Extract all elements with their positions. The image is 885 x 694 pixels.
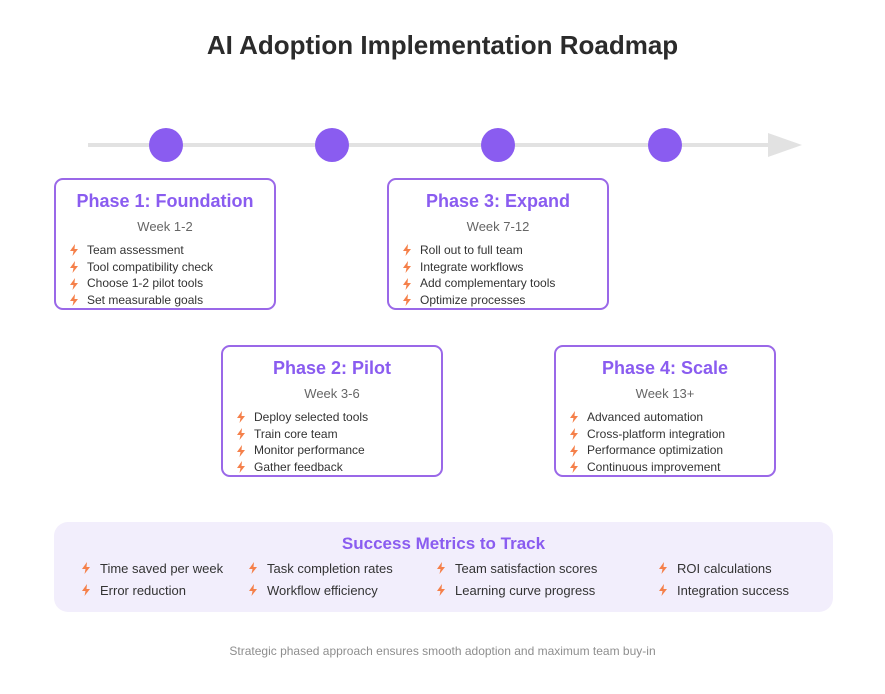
phase-task: Choose 1-2 pilot tools [69,275,274,292]
phase-card-1: Phase 1: Foundation Week 1-2 Team assess… [54,178,276,310]
phase-week: Week 7-12 [466,219,530,234]
lightning-bolt-icon [237,444,245,457]
phase-card-4: Phase 4: Scale Week 13+ Advanced automat… [554,345,776,477]
phase-task-list: Roll out to full team Integrate workflow… [389,242,607,309]
lightning-bolt-icon [70,277,78,290]
phase-title: Phase 2: Pilot [272,358,392,378]
phase-task: Integrate workflows [402,259,607,276]
metric-item: ROI calculations [658,559,772,577]
phase-title: Phase 1: Foundation [76,191,254,211]
lightning-bolt-icon [659,584,667,596]
timeline-node-phase-4 [648,128,682,162]
lightning-bolt-icon [437,584,445,596]
metrics-title: Success Metrics to Track [341,534,546,553]
lightning-bolt-icon [403,277,411,290]
phase-task: Train core team [236,426,441,443]
phase-task: Performance optimization [569,442,774,459]
metric-item: Time saved per week [81,559,223,577]
timeline-node-phase-1 [149,128,183,162]
lightning-bolt-icon [237,461,245,474]
metric-item: Learning curve progress [436,581,595,599]
footer-caption: Strategic phased approach ensures smooth… [229,644,656,658]
timeline [88,128,802,162]
lightning-bolt-icon [659,562,667,574]
phase-task: Tool compatibility check [69,259,274,276]
phase-task-list: Deploy selected tools Train core team Mo… [223,409,441,476]
phase-task: Deploy selected tools [236,409,441,426]
metric-item: Task completion rates [248,559,393,577]
phase-task-list: Team assessment Tool compatibility check… [56,242,274,309]
lightning-bolt-icon [570,411,578,424]
timeline-arrowhead [768,133,802,157]
lightning-bolt-icon [82,562,90,574]
lightning-bolt-icon [437,562,445,574]
metric-item: Workflow efficiency [248,581,378,599]
phase-task: Gather feedback [236,459,441,476]
lightning-bolt-icon [70,294,78,307]
lightning-bolt-icon [403,261,411,274]
lightning-bolt-icon [237,411,245,424]
lightning-bolt-icon [403,294,411,307]
lightning-bolt-icon [570,444,578,457]
phase-task-list: Advanced automation Cross-platform integ… [556,409,774,476]
phase-title: Phase 3: Expand [425,191,571,211]
metric-item: Integration success [658,581,789,599]
lightning-bolt-icon [403,244,411,257]
phase-task: Team assessment [69,242,274,259]
success-metrics-panel: Success Metrics to Track Time saved per … [54,522,833,612]
phase-task: Add complementary tools [402,275,607,292]
phase-task: Optimize processes [402,292,607,309]
phase-task: Set measurable goals [69,292,274,309]
timeline-node-phase-3 [481,128,515,162]
lightning-bolt-icon [70,244,78,257]
phase-card-2: Phase 2: Pilot Week 3-6 Deploy selected … [221,345,443,477]
phase-task: Continuous improvement [569,459,774,476]
lightning-bolt-icon [82,584,90,596]
phase-title: Phase 4: Scale [601,358,729,378]
lightning-bolt-icon [570,428,578,441]
phase-card-3: Phase 3: Expand Week 7-12 Roll out to fu… [387,178,609,310]
page-title: AI Adoption Implementation Roadmap [206,30,679,60]
phase-task: Advanced automation [569,409,774,426]
phase-task: Roll out to full team [402,242,607,259]
phase-task: Monitor performance [236,442,441,459]
phase-week: Week 3-6 [304,386,360,401]
metric-item: Team satisfaction scores [436,559,597,577]
timeline-node-phase-2 [315,128,349,162]
lightning-bolt-icon [249,562,257,574]
phase-week: Week 1-2 [137,219,193,234]
lightning-bolt-icon [237,428,245,441]
lightning-bolt-icon [249,584,257,596]
phase-task: Cross-platform integration [569,426,774,443]
lightning-bolt-icon [70,261,78,274]
metric-item: Error reduction [81,581,186,599]
phase-week: Week 13+ [635,386,695,401]
lightning-bolt-icon [570,461,578,474]
